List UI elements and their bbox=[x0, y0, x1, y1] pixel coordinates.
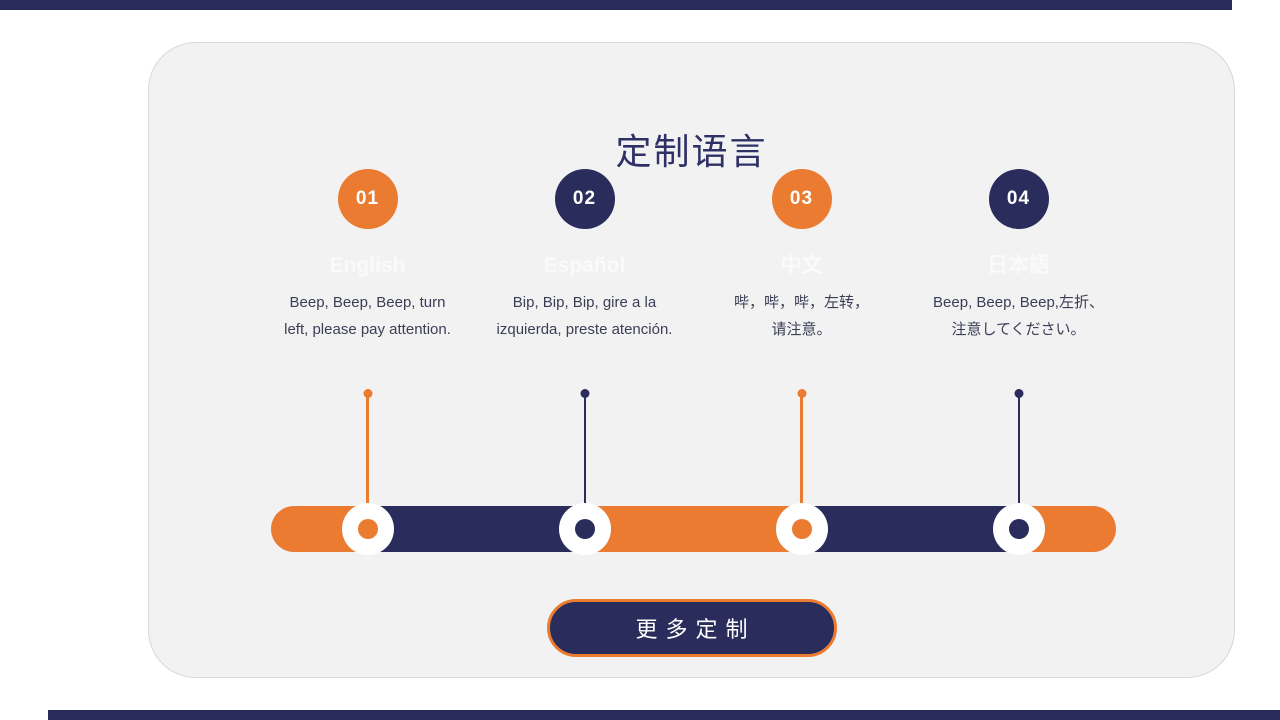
description-line: izquierda, preste atención. bbox=[496, 321, 673, 338]
description-line: 注意してください。 bbox=[951, 321, 1086, 338]
step-number: 01 bbox=[355, 188, 380, 209]
connector-line bbox=[1014, 389, 1023, 529]
language-name: 中文 bbox=[780, 254, 823, 277]
timeline-bar bbox=[271, 506, 1116, 552]
connector-line bbox=[580, 389, 589, 529]
language-name: English bbox=[329, 254, 406, 277]
timeline-segment bbox=[801, 506, 1019, 552]
content-card: 定制语言 01 English Beep, Beep, Beep, turn l… bbox=[148, 42, 1235, 678]
marker-dot bbox=[791, 519, 812, 539]
language-description: 哔，哔，哔，左转， 请注意。 bbox=[693, 289, 910, 343]
description-line: 请注意。 bbox=[771, 321, 832, 338]
timeline-marker bbox=[558, 503, 611, 555]
connector-dot bbox=[580, 389, 589, 398]
step-number-badge: 02 bbox=[554, 169, 615, 229]
timeline-segment bbox=[584, 506, 802, 552]
step-number: 02 bbox=[572, 188, 597, 209]
marker-dot bbox=[574, 519, 595, 539]
language-description: Bip, Bip, Bip, gire a la izquierda, pres… bbox=[476, 289, 693, 343]
timeline-marker bbox=[992, 503, 1045, 555]
description-line: left, please pay attention. bbox=[284, 321, 451, 338]
step-number-badge: 03 bbox=[771, 169, 832, 229]
description-line: Beep, Beep, Beep, turn bbox=[289, 294, 446, 311]
language-columns: 01 English Beep, Beep, Beep, turn left, … bbox=[259, 169, 1127, 343]
marker-dot bbox=[357, 519, 378, 539]
description-line: Beep, Beep, Beep,左折、 bbox=[933, 294, 1104, 311]
connector-dot bbox=[797, 389, 806, 398]
timeline-marker bbox=[775, 503, 828, 555]
step-number: 03 bbox=[789, 188, 814, 209]
language-name: 日本語 bbox=[987, 254, 1050, 277]
language-item-japanese: 04 日本語 Beep, Beep, Beep,左折、 注意してください。 bbox=[910, 169, 1127, 343]
connector-line bbox=[363, 389, 372, 529]
timeline-marker bbox=[341, 503, 394, 555]
step-number-badge: 04 bbox=[988, 169, 1049, 229]
connector-dot bbox=[1014, 389, 1023, 398]
language-item-espanol: 02 Español Bip, Bip, Bip, gire a la izqu… bbox=[476, 169, 693, 343]
step-number-badge: 01 bbox=[337, 169, 398, 229]
step-number: 04 bbox=[1006, 188, 1031, 209]
bottom-decor-bar bbox=[48, 710, 1280, 720]
connector-dot bbox=[363, 389, 372, 398]
language-name: Español bbox=[543, 254, 626, 277]
language-description: Beep, Beep, Beep,左折、 注意してください。 bbox=[910, 289, 1127, 343]
language-description: Beep, Beep, Beep, turn left, please pay … bbox=[259, 289, 476, 343]
button-label: 更多定制 bbox=[635, 617, 756, 642]
timeline-segment bbox=[367, 506, 585, 552]
description-line: 哔，哔，哔，左转， bbox=[733, 294, 869, 311]
language-item-english: 01 English Beep, Beep, Beep, turn left, … bbox=[259, 169, 476, 343]
description-line: Bip, Bip, Bip, gire a la bbox=[512, 294, 657, 311]
top-decor-bar bbox=[0, 0, 1232, 10]
marker-dot bbox=[1008, 519, 1029, 539]
more-customization-button[interactable]: 更多定制 bbox=[546, 599, 837, 657]
connector-line bbox=[797, 389, 806, 529]
page-title: 定制语言 bbox=[615, 131, 768, 172]
language-item-chinese: 03 中文 哔，哔，哔，左转， 请注意。 bbox=[693, 169, 910, 343]
